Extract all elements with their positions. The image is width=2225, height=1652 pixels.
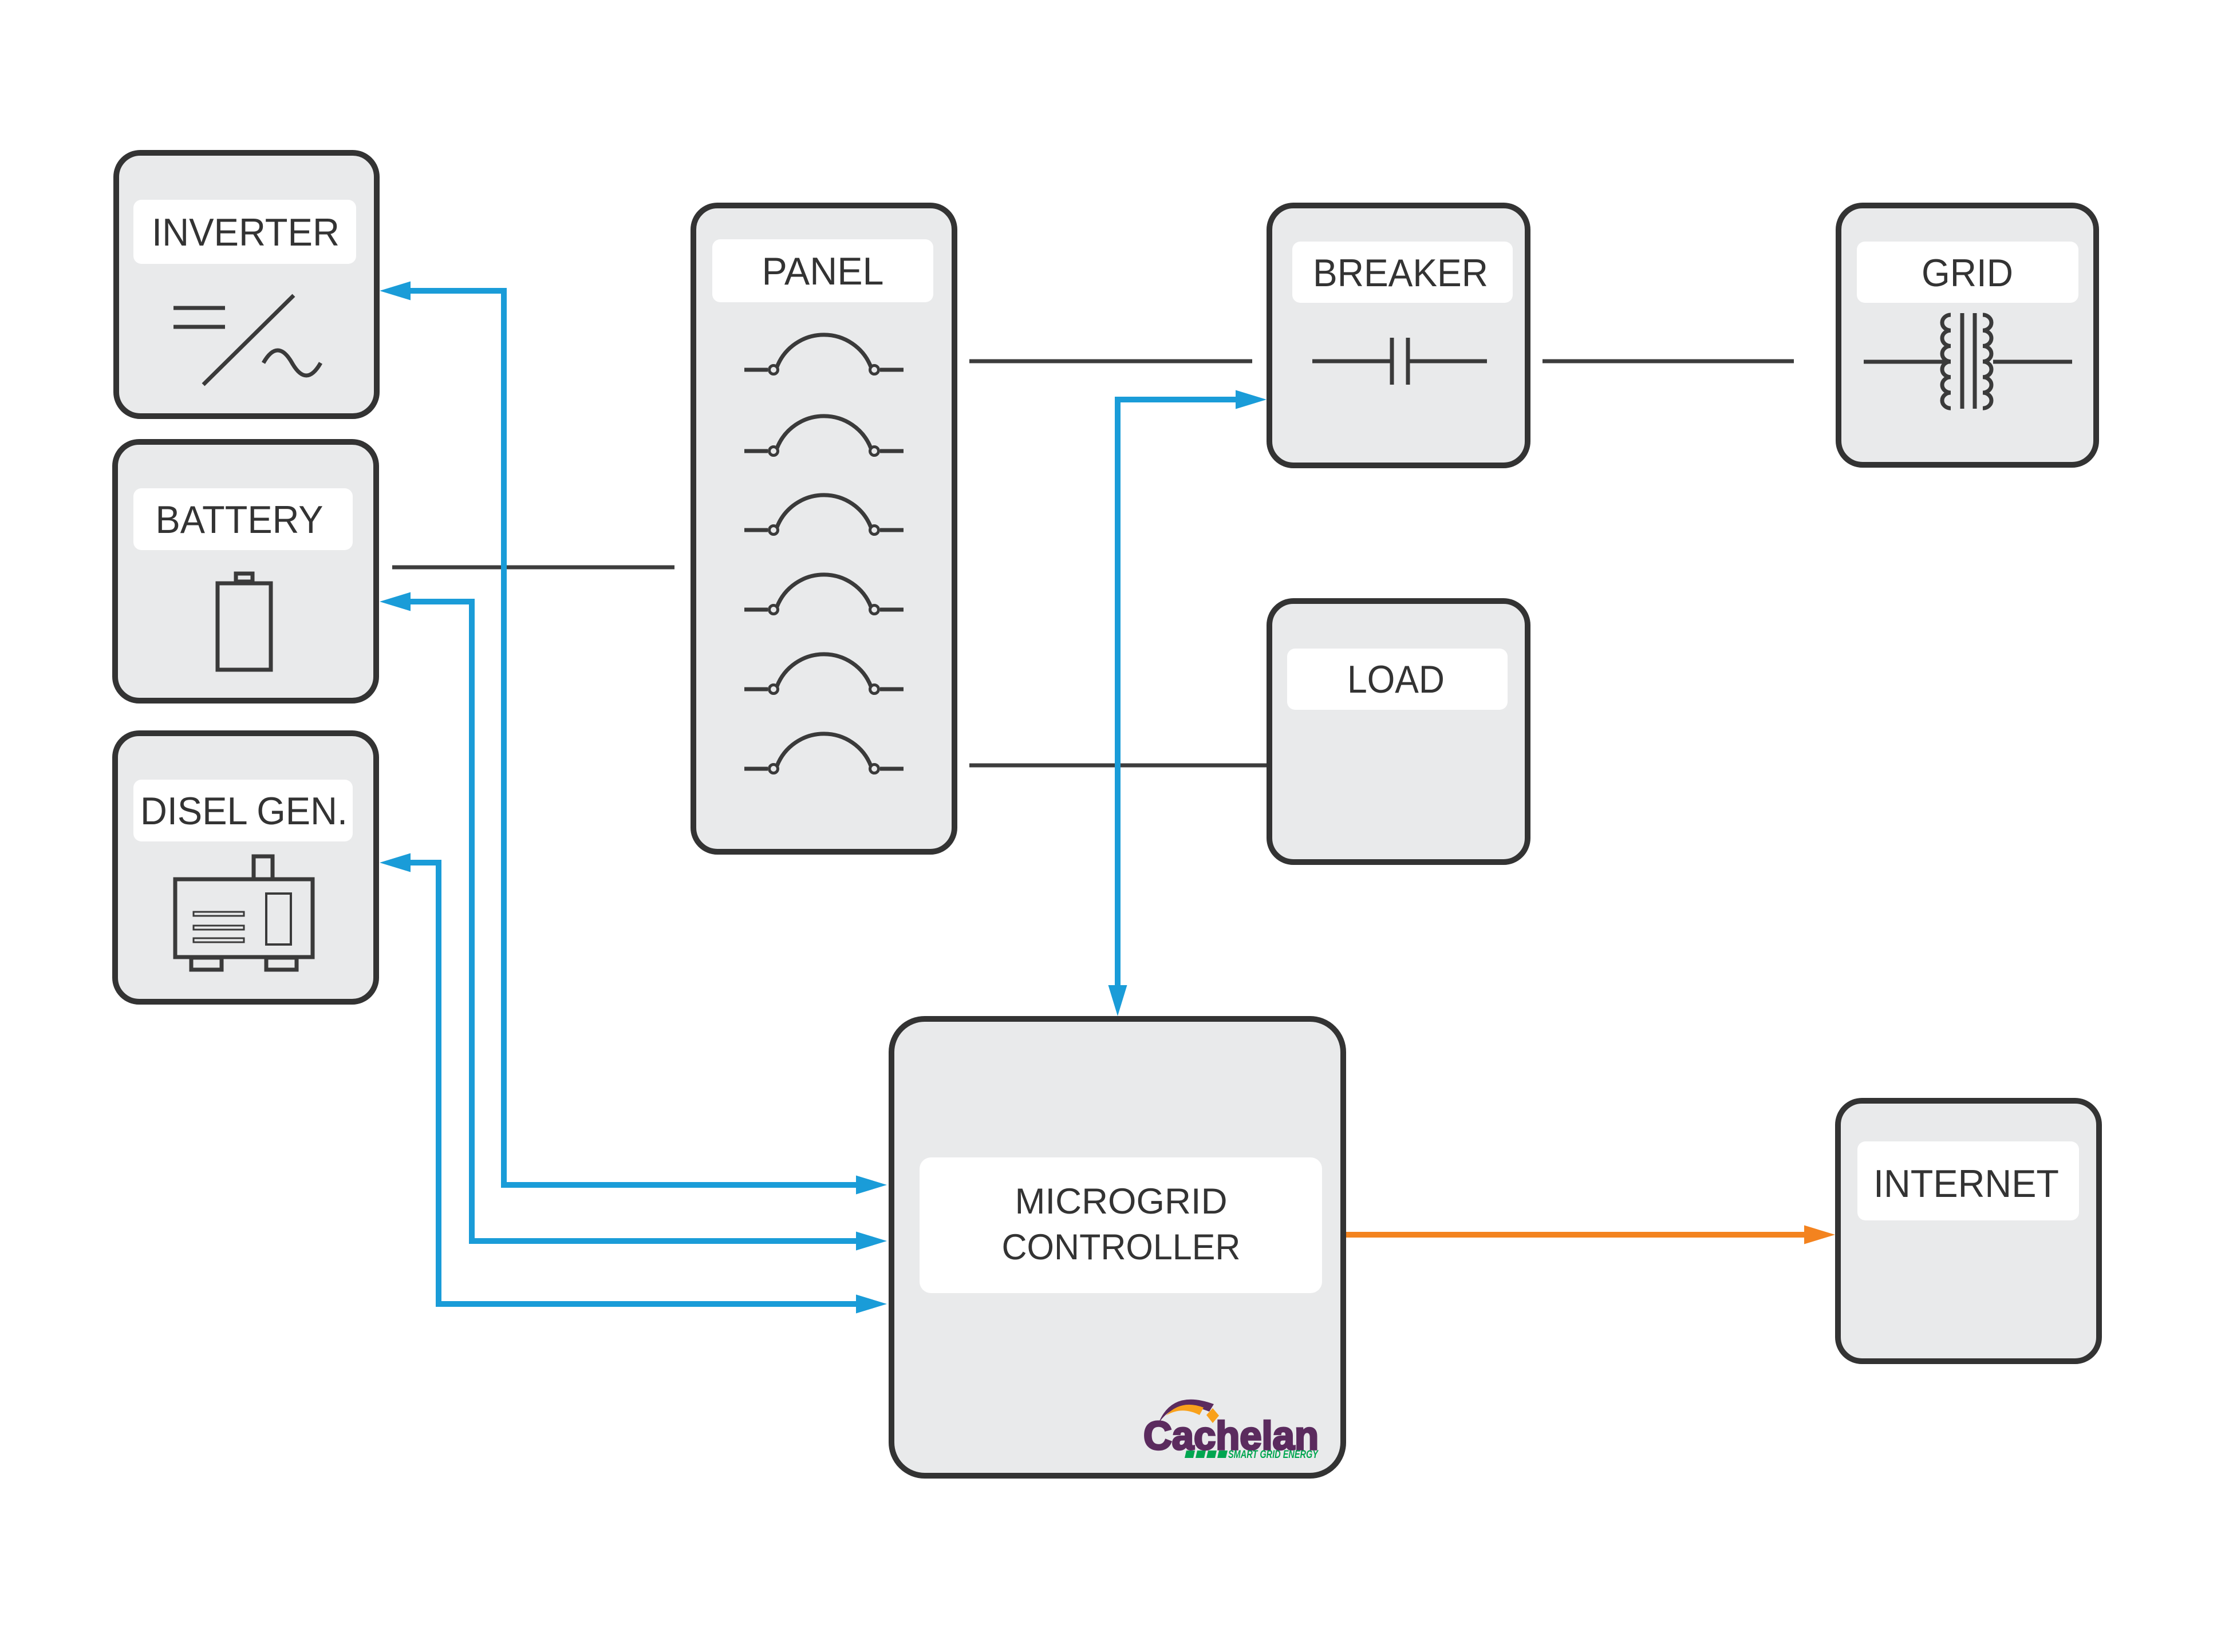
svg-text:GRID: GRID xyxy=(1922,251,2013,295)
svg-text:PANEL: PANEL xyxy=(762,250,884,293)
svg-text:INTERNET: INTERNET xyxy=(1873,1162,2059,1206)
svg-text:MICROGRID: MICROGRID xyxy=(1015,1181,1228,1222)
svg-text:Cachelan: Cachelan xyxy=(1143,1413,1319,1458)
svg-text:SMART GRID ENERGY: SMART GRID ENERGY xyxy=(1228,1449,1319,1461)
svg-text:BATTERY: BATTERY xyxy=(156,498,324,542)
svg-text:LOAD: LOAD xyxy=(1347,658,1445,701)
svg-text:BREAKER: BREAKER xyxy=(1313,251,1488,295)
svg-text:DISEL GEN.: DISEL GEN. xyxy=(140,789,348,833)
svg-text:CONTROLLER: CONTROLLER xyxy=(1002,1227,1241,1267)
svg-text:INVERTER: INVERTER xyxy=(152,211,340,254)
